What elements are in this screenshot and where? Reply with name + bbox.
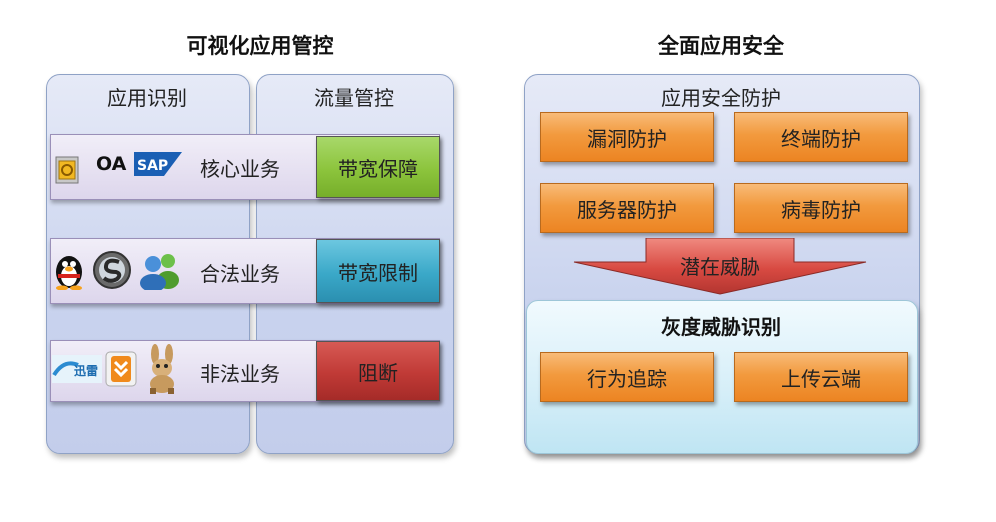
right-title: 全面应用安全 [658,34,784,58]
down-arrow-shape [570,237,870,296]
server-protection-label: 服务器防护 [577,197,677,222]
messenger-icon [138,250,182,290]
identify-heading: 应用识别 [107,86,187,110]
row-core-label: 核心业务 [200,157,280,181]
bandwidth-guarantee-label: 带宽保障 [338,156,418,181]
behavior-tracking-box: 行为追踪 [540,352,714,402]
browser-s-icon [92,250,132,290]
virus-protection-box: 病毒防护 [734,183,908,233]
svg-text:SAP: SAP [137,158,168,174]
potential-threat-label: 潜在威胁 [680,255,760,279]
oa-app-icon [55,156,79,184]
app-security-heading: 应用安全防护 [661,86,781,110]
behavior-tracking-label: 行为追踪 [587,366,667,391]
download-tool-icon [104,350,138,388]
qq-penguin-icon [52,250,86,290]
bandwidth-limit-button[interactable]: 带宽限制 [316,239,440,303]
endpoint-protection-label: 终端防护 [781,126,861,151]
bandwidth-guarantee-button[interactable]: 带宽保障 [316,136,440,198]
emule-mule-icon [142,344,182,394]
svg-text:迅雷: 迅雷 [74,364,98,378]
vulnerability-protection-label: 漏洞防护 [587,126,667,151]
block-button[interactable]: 阻断 [316,341,440,401]
endpoint-protection-box: 终端防护 [734,112,908,162]
row-illegal-label: 非法业务 [200,362,280,386]
cloud-upload-box: 上传云端 [734,352,908,402]
vulnerability-protection-box: 漏洞防护 [540,112,714,162]
virus-protection-label: 病毒防护 [781,197,861,222]
left-title: 可视化应用管控 [186,34,334,58]
sap-logo: SAP [134,152,182,176]
cloud-upload-label: 上传云端 [781,366,861,391]
block-label: 阻断 [358,360,398,385]
oa-label: OA [96,153,127,175]
row-legal-label: 合法业务 [200,262,280,286]
bandwidth-limit-label: 带宽限制 [338,260,418,285]
server-protection-box: 服务器防护 [540,183,714,233]
xunlei-logo: 迅雷 [52,355,102,383]
gray-threat-title: 灰度威胁识别 [661,315,781,339]
traffic-heading: 流量管控 [314,86,394,110]
